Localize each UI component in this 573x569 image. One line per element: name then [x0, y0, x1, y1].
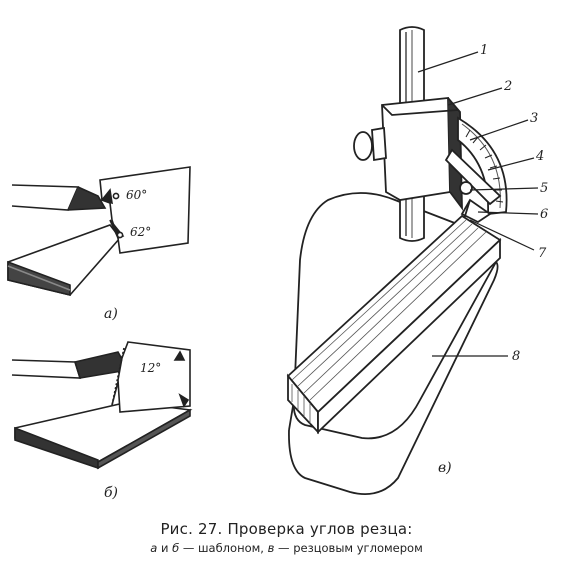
sublabel-b: б) [104, 485, 118, 501]
caption-and: и [157, 541, 173, 555]
caption-letter-b: б [172, 541, 180, 555]
part-label-2: 2 [503, 79, 512, 94]
angle-label-12: 12° [140, 361, 161, 375]
part-label-7: 7 [538, 246, 547, 261]
part-label-5: 5 [540, 181, 548, 196]
panel-v [286, 26, 539, 496]
angle-label-62: 62° [130, 225, 151, 239]
part-label-1: 1 [480, 43, 488, 58]
angle-label-60: 60° [126, 188, 147, 202]
part-label-8: 8 [512, 349, 520, 364]
part-label-3: 3 [530, 111, 538, 126]
part-label-4: 4 [535, 149, 544, 164]
panel-b [11, 341, 193, 470]
figure-caption-text: а и б — шаблоном, в — резцовым угломером [0, 541, 573, 555]
caption-letter-v: в [267, 541, 275, 555]
caption-letter-a: а [150, 541, 158, 555]
part-label-6: 6 [540, 207, 548, 222]
figure-caption-title: Рис. 27. Проверка углов резца: [160, 520, 413, 538]
caption-protractor-text: — резцовым угломером [274, 541, 423, 555]
panel-a [7, 166, 191, 297]
sublabel-v: в) [438, 460, 452, 476]
caption-template-text: — шаблоном, [179, 541, 268, 555]
sublabel-a: а) [104, 306, 118, 322]
